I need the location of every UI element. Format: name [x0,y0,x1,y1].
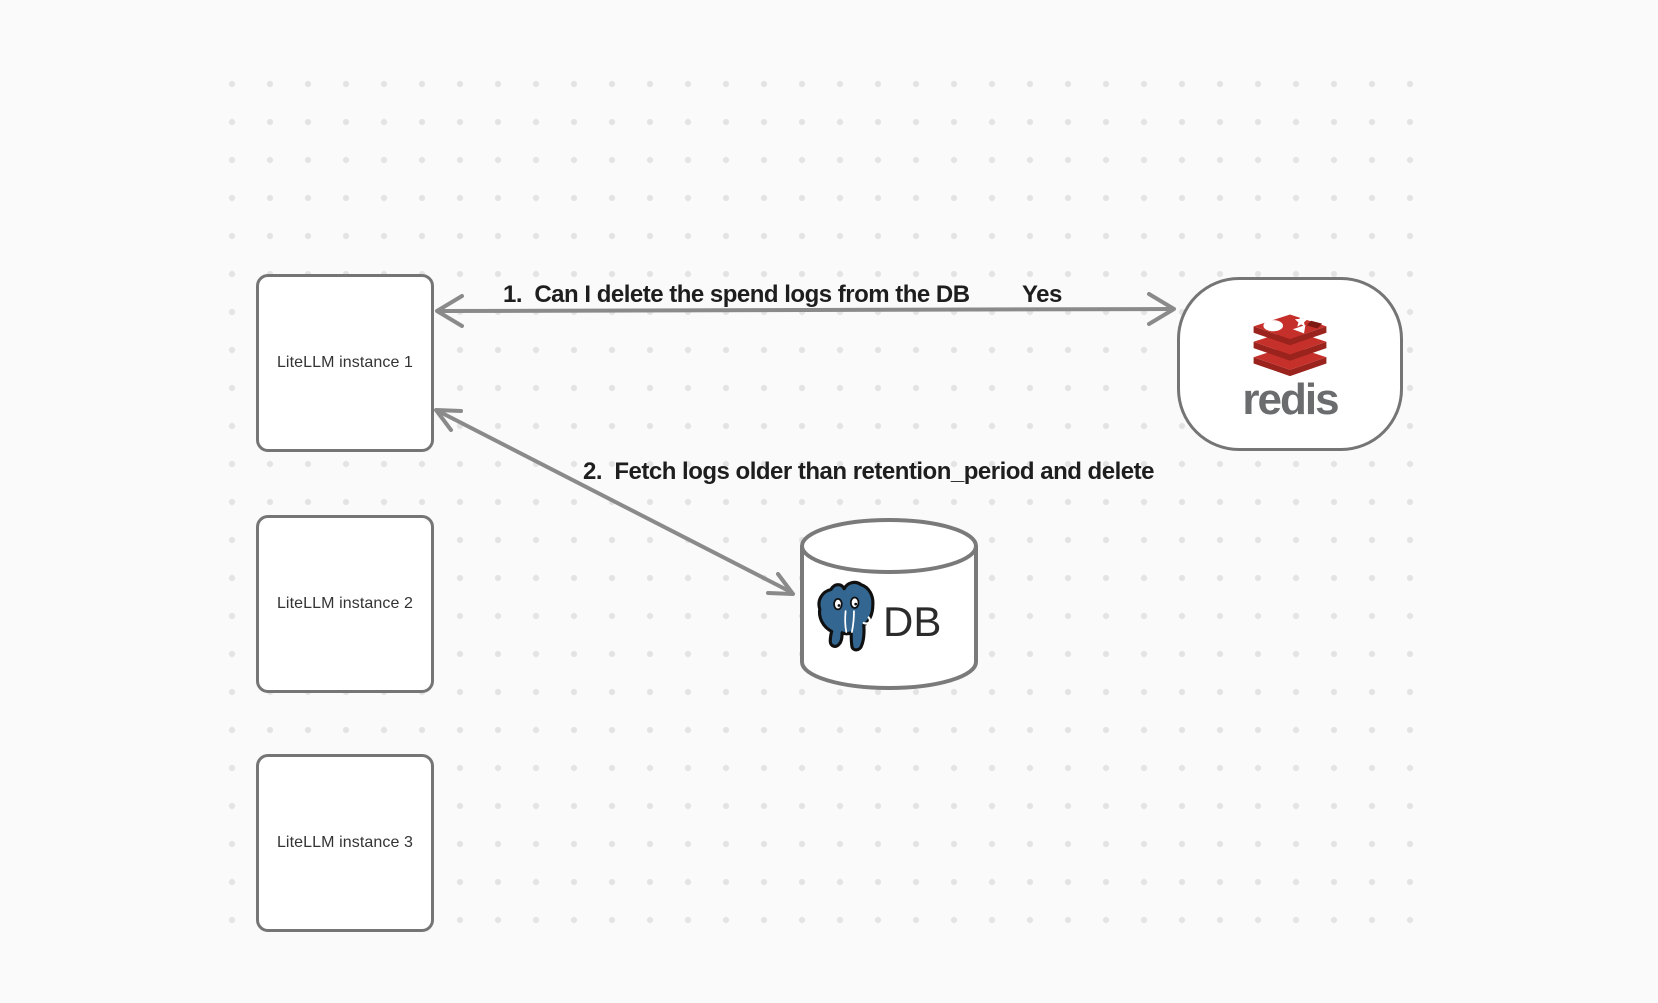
redis-wordmark: redis [1242,375,1339,424]
litellm-instance-1-node: LiteLLM instance 1 [256,274,434,452]
litellm-instance-2-label: LiteLLM instance 2 [276,595,414,612]
litellm-instance-2-node: LiteLLM instance 2 [256,515,434,693]
postgresql-logo-icon [817,580,875,652]
elephant-right-eye [849,596,860,609]
arrow-1-label: 1. Can I delete the spend logs from the … [503,281,970,308]
redis-star-shape [1294,314,1308,327]
arrow-1-reply-label: Yes [1022,281,1062,308]
litellm-instance-3-node: LiteLLM instance 3 [256,754,434,932]
arrow-2-label: 2. Fetch logs older than retention_perio… [583,458,1154,485]
trunk-crease-left [844,610,848,633]
redis-node: redis [1177,277,1403,451]
redis-logo-icon [1253,314,1327,377]
redis-ellipse-shape [1263,320,1283,332]
elephant-left-eye [833,598,843,611]
litellm-instance-1-label: LiteLLM instance 1 [276,354,414,371]
trunk-crease-right [851,610,855,633]
db-label: DB [883,598,942,645]
litellm-instance-3-label: LiteLLM instance 3 [276,834,414,851]
elephant-tail [862,616,871,625]
redis-cube-notch [1306,320,1323,329]
database-cylinder-icon [800,518,978,690]
db-node: DB [799,516,979,692]
redis-triangle-shape [1292,325,1306,334]
redis-layer-top [1253,314,1327,346]
